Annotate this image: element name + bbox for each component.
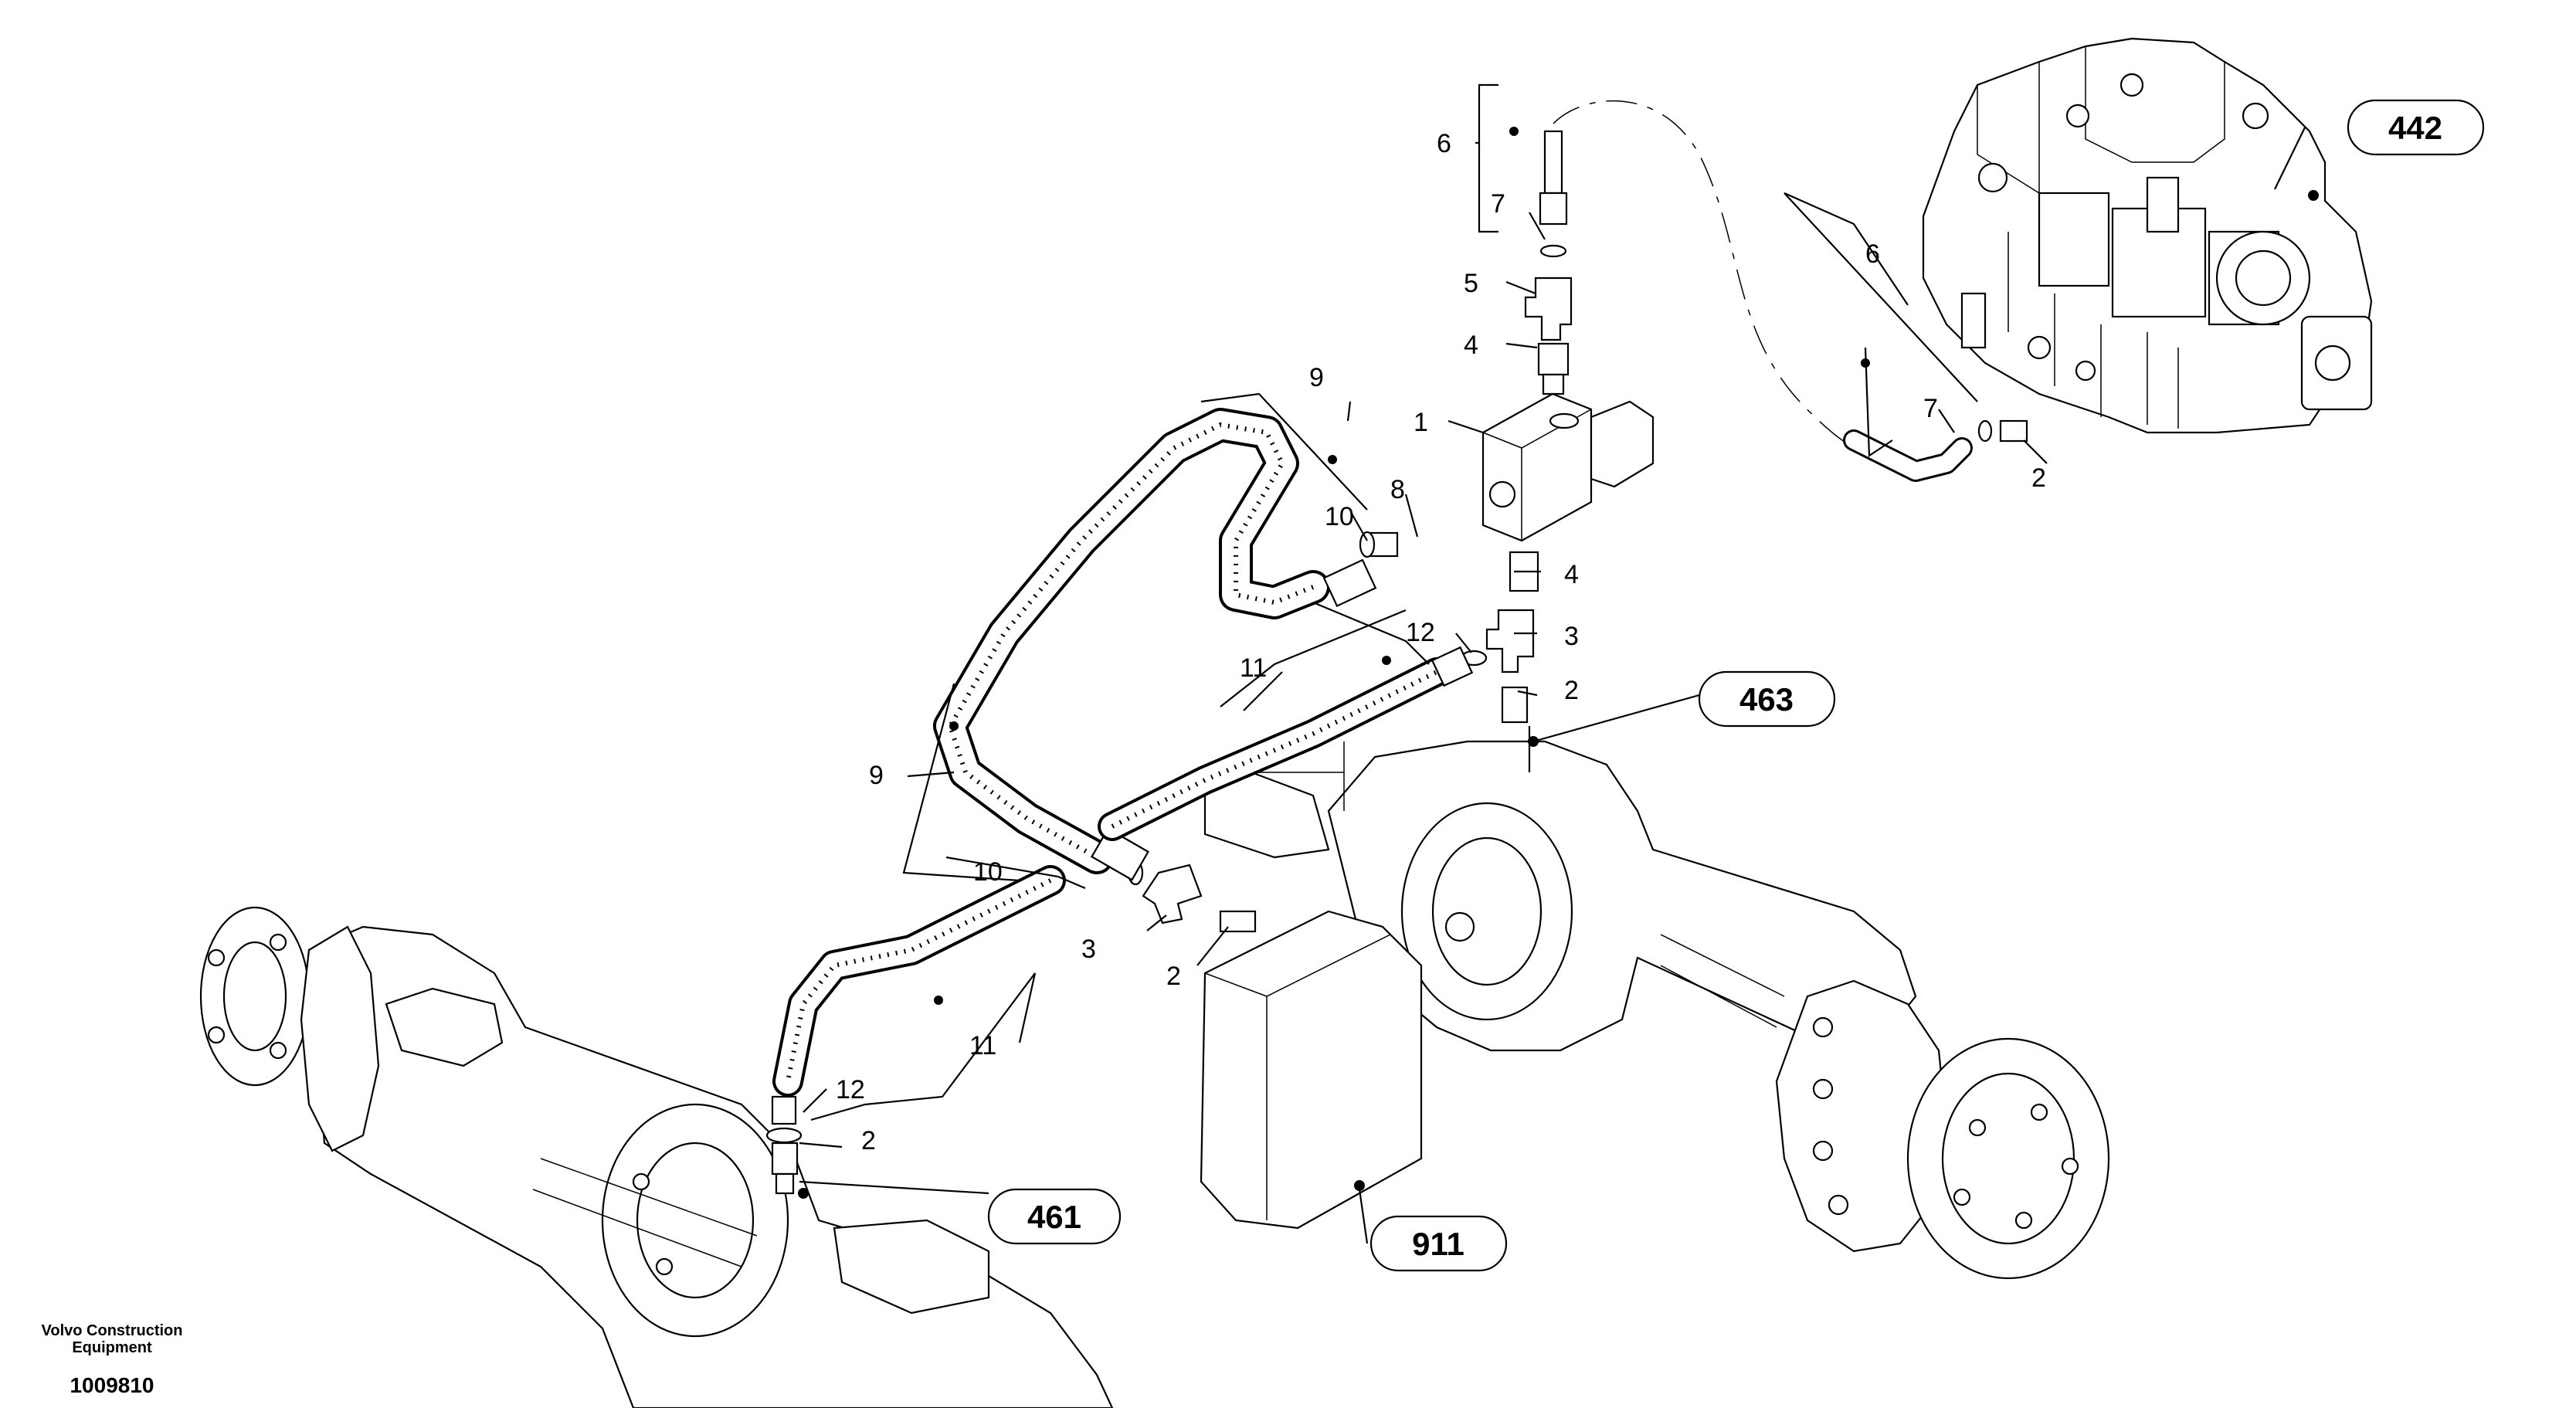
callout-labels: 6 7 5 4 1 8 10 9 4 12 3 11 2 6 7 2 9 10 … bbox=[836, 129, 2046, 1155]
callout-11-upper: 11 bbox=[1240, 653, 1267, 683]
hydraulic-pump-assembly bbox=[1922, 37, 2373, 434]
callout-10-upper: 10 bbox=[1325, 502, 1354, 531]
front-axle bbox=[199, 906, 1114, 1408]
callout-8: 8 bbox=[1390, 475, 1405, 504]
drawing-number: 1009810 bbox=[70, 1373, 154, 1397]
callout-2-right: 2 bbox=[2031, 463, 2046, 493]
callout-2-lower-center: 2 bbox=[1166, 962, 1181, 991]
ref-911[interactable]: 911 bbox=[1369, 1215, 1508, 1272]
solenoid-valve-block bbox=[1481, 392, 1655, 542]
callout-12-upper: 12 bbox=[1406, 618, 1435, 647]
callout-5: 5 bbox=[1464, 269, 1478, 298]
ref-463-label: 463 bbox=[1739, 681, 1794, 718]
callout-7-right: 7 bbox=[1923, 394, 1938, 423]
callout-9-upper: 9 bbox=[1309, 363, 1324, 392]
callout-7-upper: 7 bbox=[1491, 189, 1505, 219]
callout-2-mid: 2 bbox=[1564, 676, 1579, 705]
ref-461-label: 461 bbox=[1027, 1199, 1081, 1235]
callout-6-upper: 6 bbox=[1437, 129, 1451, 158]
tank-911 bbox=[1200, 910, 1423, 1230]
leader-lines bbox=[799, 83, 2306, 1244]
ref-442-label: 442 bbox=[2388, 110, 2442, 146]
callout-12-lower: 12 bbox=[836, 1075, 865, 1104]
brand-line-1: Volvo Construction bbox=[41, 1322, 183, 1339]
rear-axle bbox=[1203, 740, 2110, 1280]
hoses bbox=[772, 100, 1973, 1097]
callout-10-lower: 10 bbox=[973, 857, 1003, 887]
brand-footer: Volvo Construction Equipment bbox=[31, 1322, 193, 1356]
callout-11-lower: 11 bbox=[969, 1031, 996, 1060]
callout-1: 1 bbox=[1414, 408, 1428, 437]
ref-461[interactable]: 461 bbox=[987, 1188, 1122, 1245]
callout-9-lower: 9 bbox=[869, 761, 884, 790]
callout-4-upper: 4 bbox=[1464, 331, 1478, 360]
ref-442[interactable]: 442 bbox=[2347, 99, 2485, 156]
callout-6-right: 6 bbox=[1865, 239, 1880, 269]
callout-3-lower: 3 bbox=[1081, 935, 1096, 964]
callout-3-upper: 3 bbox=[1564, 622, 1579, 651]
ref-463[interactable]: 463 bbox=[1698, 670, 1836, 728]
callout-4-lower: 4 bbox=[1564, 560, 1579, 589]
fittings bbox=[765, 130, 2028, 1195]
brand-line-2: Equipment bbox=[72, 1339, 152, 1356]
callout-2-lower-left: 2 bbox=[861, 1126, 876, 1155]
leader-dots bbox=[798, 127, 2319, 1199]
ref-911-label: 911 bbox=[1412, 1226, 1464, 1262]
